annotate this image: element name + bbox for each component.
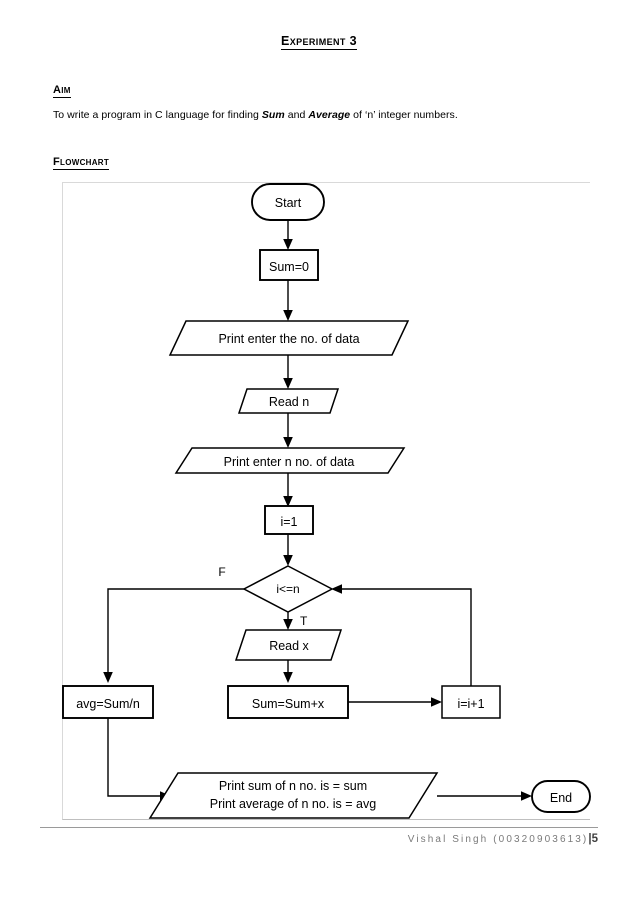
node-print-results[interactable]: Print sum of n no. is = sum Print averag… xyxy=(148,772,439,819)
node-end-label: End xyxy=(550,791,572,805)
footer-divider xyxy=(40,827,598,828)
node-i-increment-label: i=i+1 xyxy=(457,697,484,711)
connector-sum-acc-to-i-incr xyxy=(348,697,442,707)
node-condition-label: i<=n xyxy=(276,582,299,596)
connector-i-incr-to-cond xyxy=(331,584,472,686)
node-read-n[interactable]: Read n xyxy=(237,388,340,414)
node-end[interactable]: End xyxy=(531,780,591,813)
node-i-init-label: i=1 xyxy=(280,515,297,529)
connector-cond-false-to-avg xyxy=(103,588,254,683)
connector-print-out-to-end xyxy=(437,791,532,801)
node-condition[interactable]: i<=n xyxy=(242,565,334,613)
connector-avg-to-print-out xyxy=(107,718,171,801)
edge-label-true: T xyxy=(300,614,308,628)
node-sum-init[interactable]: Sum=0 xyxy=(259,249,319,281)
footer-page-number: 5 xyxy=(591,833,598,845)
connector-cond-true-to-read-x xyxy=(283,612,293,630)
node-average[interactable]: avg=Sum/n xyxy=(62,685,154,719)
node-read-x-label: Read x xyxy=(269,639,309,653)
connector-read-n-to-print-data xyxy=(283,413,293,448)
section-heading-aim: Aim xyxy=(53,84,71,98)
flowchart-diagram: Start Sum=0 Print enter the no. of data … xyxy=(62,183,591,819)
connector-start-to-sum-init xyxy=(283,220,293,250)
node-average-label: avg=Sum/n xyxy=(76,697,140,711)
node-print-data[interactable]: Print enter n no. of data xyxy=(174,447,406,474)
aim-text-middle: and xyxy=(284,109,309,121)
node-sum-init-label: Sum=0 xyxy=(269,260,309,274)
footer-separator: | xyxy=(588,833,592,845)
page-title: Experiment 3 xyxy=(0,34,638,50)
aim-emphasis-average: Average xyxy=(308,109,351,121)
flowchart-canvas xyxy=(62,182,590,820)
footer: Vishal Singh (00320903613)|5 xyxy=(408,833,598,845)
connector-sum-init-to-print-n xyxy=(283,280,293,321)
aim-paragraph: To write a program in C language for fin… xyxy=(53,108,593,123)
node-print-n[interactable]: Print enter the no. of data xyxy=(168,320,410,356)
aim-text-before: To write a program in C language for fin… xyxy=(53,109,262,121)
node-read-n-label: Read n xyxy=(269,395,309,409)
connector-read-x-to-sum-acc xyxy=(283,660,293,683)
section-heading-flowchart: Flowchart xyxy=(53,156,110,170)
aim-emphasis-sum: Sum xyxy=(261,109,285,121)
section-heading-aim-text: Aim xyxy=(53,84,71,98)
connector-print-n-to-read-n xyxy=(283,355,293,389)
connector-i-init-to-cond xyxy=(283,534,293,566)
node-print-results-line-2: Print average of n no. is = avg xyxy=(210,797,376,811)
node-print-n-label: Print enter the no. of data xyxy=(218,332,359,346)
node-start-label: Start xyxy=(275,196,302,210)
node-i-increment[interactable]: i=i+1 xyxy=(441,685,501,719)
edge-label-false: F xyxy=(218,565,225,579)
node-i-init[interactable]: i=1 xyxy=(264,505,314,535)
connector-print-data-to-i-init xyxy=(283,473,293,507)
node-read-x[interactable]: Read x xyxy=(234,629,343,661)
node-sum-accumulate-label: Sum=Sum+x xyxy=(252,697,325,711)
node-print-data-label: Print enter n no. of data xyxy=(224,455,355,469)
section-heading-flowchart-text: Flowchart xyxy=(53,156,110,170)
node-print-results-line-1: Print sum of n no. is = sum xyxy=(219,779,367,793)
aim-text-after: of ‘n’ integer numbers. xyxy=(350,109,458,121)
page-title-text: Experiment 3 xyxy=(280,34,358,50)
node-start[interactable]: Start xyxy=(251,183,325,221)
node-sum-accumulate[interactable]: Sum=Sum+x xyxy=(227,685,349,719)
footer-author: Vishal Singh (00320903613) xyxy=(407,834,589,845)
